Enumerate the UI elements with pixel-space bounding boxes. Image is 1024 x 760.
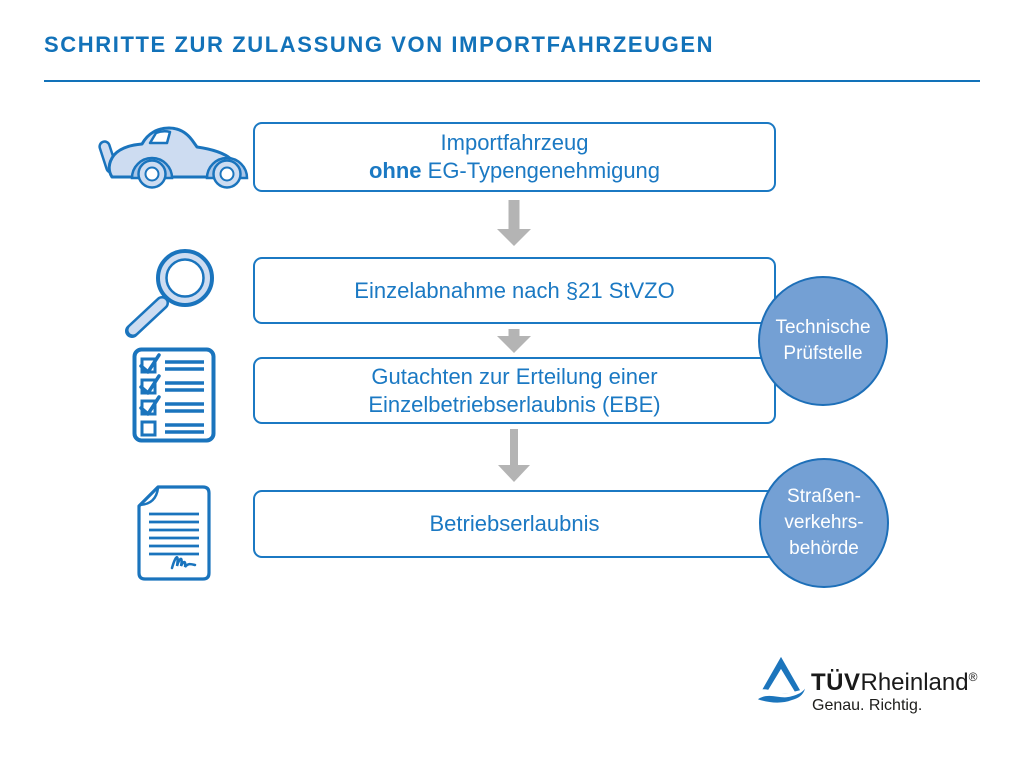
tuv-rheinland-logo: TÜVRheinland® Genau. Richtig. (756, 655, 986, 725)
step-line: Importfahrzeug (440, 130, 589, 155)
step-line: Einzelabnahme nach §21 StVZO (354, 277, 675, 303)
magnifier-icon (122, 247, 224, 344)
step-line: Gutachten zur Erteilung einer (371, 363, 658, 389)
step-box-betriebserlaubnis: Betriebserlaubnis (253, 490, 776, 558)
tuv-triangle-icon (756, 655, 806, 708)
step-box-importfahrzeug: Importfahrzeug ohne EG-Typengenehmigung (253, 122, 776, 192)
step-line: Einzelbetriebserlaubnis (EBE) (368, 391, 661, 417)
flow-arrow-down-1 (497, 200, 531, 251)
checklist-icon (132, 347, 216, 448)
flow-arrow-down-2 (497, 329, 531, 358)
page-title: SCHRITTE ZUR ZULASSUNG VON IMPORTFAHRZEU… (44, 32, 715, 57)
step-box-gutachten: Gutachten zur Erteilung einer Einzelbetr… (253, 357, 776, 424)
step-line: ohne EG-Typengenehmigung (368, 158, 661, 183)
flow-arrow-down-3 (497, 429, 531, 487)
step-line: Betriebserlaubnis (429, 511, 600, 536)
title-divider (44, 80, 980, 82)
badge-technische-pruefstelle: Technische Prüfstelle (758, 276, 888, 406)
car-icon (98, 121, 250, 200)
document-icon (134, 484, 214, 587)
badge-strassenverkehrsbehoerde: Straßen- verkehrs- behörde (759, 458, 889, 588)
logo-wordmark: TÜVRheinland® (811, 669, 978, 696)
step-box-einzelabnahme: Einzelabnahme nach §21 StVZO (253, 257, 776, 324)
logo-tagline: Genau. Richtig. (812, 697, 923, 714)
